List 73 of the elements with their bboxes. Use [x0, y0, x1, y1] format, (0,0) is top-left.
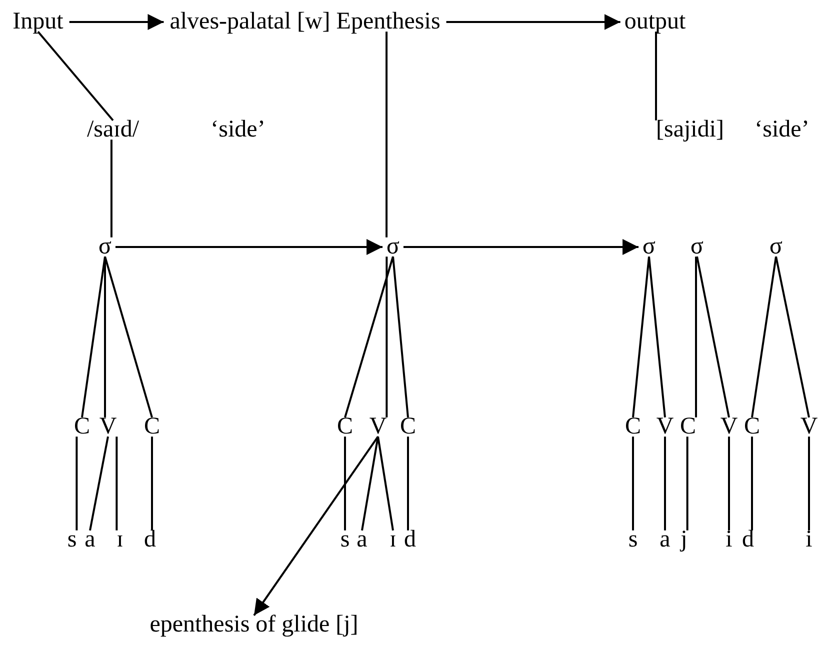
- connector-line: [104, 256, 106, 418]
- form-label: [sajidi]: [656, 117, 724, 143]
- connector-line: [775, 256, 810, 418]
- segment-letter: d: [404, 527, 416, 553]
- segment-letter: s: [628, 527, 638, 553]
- connector-line: [664, 436, 666, 530]
- connector-line: [104, 256, 153, 418]
- slot-label: V: [656, 414, 674, 440]
- connector-line: [648, 256, 666, 418]
- syllable-label: σ: [98, 234, 112, 260]
- segment-letter: d: [144, 527, 156, 553]
- segment-letter: s: [340, 527, 350, 553]
- connector-line: [76, 436, 78, 530]
- connector-line: [695, 256, 697, 418]
- syllable-label: σ: [690, 234, 704, 260]
- connector-line: [632, 256, 650, 418]
- connector-line: [37, 30, 114, 122]
- syllable-label: σ: [386, 234, 400, 260]
- form-label: /saɪd/: [87, 117, 139, 143]
- connector-line: [81, 256, 106, 418]
- slot-label: V: [720, 414, 738, 440]
- syllable-label: σ: [642, 234, 656, 260]
- connector-line: [110, 140, 112, 238]
- gloss-text: ‘side’: [210, 117, 266, 143]
- slot-label: C: [680, 414, 696, 440]
- connector-line: [377, 436, 394, 531]
- connector-line: [751, 436, 753, 530]
- connector-line: [751, 256, 777, 418]
- slot-label: V: [369, 414, 387, 440]
- slot-label: C: [337, 414, 353, 440]
- slot-label: C: [74, 414, 90, 440]
- connector-line: [116, 436, 118, 530]
- connector-line: [392, 256, 409, 418]
- gloss-text: ‘side’: [754, 117, 810, 143]
- slot-label: C: [625, 414, 641, 440]
- arrow: [115, 239, 383, 255]
- segment-letter: i: [806, 527, 812, 553]
- segment-letter: s: [67, 527, 77, 553]
- slot-label: C: [144, 414, 160, 440]
- slot-label: C: [400, 414, 416, 440]
- slot-label: C: [744, 414, 760, 440]
- arrow: [69, 14, 164, 30]
- process-label: Input: [12, 9, 64, 35]
- slot-label: V: [800, 414, 818, 440]
- segment-letter: d: [742, 527, 754, 553]
- syllable-label: σ: [770, 234, 782, 260]
- arrow: [446, 14, 620, 30]
- connector-line: [407, 436, 409, 530]
- connector-line: [728, 436, 730, 530]
- connector-line: [386, 256, 388, 418]
- segment-letter: a: [84, 527, 96, 553]
- slot-label: V: [99, 414, 117, 440]
- connector-line: [344, 436, 346, 530]
- arrow: [253, 436, 379, 616]
- connector-line: [89, 436, 109, 531]
- segment-letter: i: [726, 527, 732, 553]
- connector-line: [808, 436, 810, 530]
- connector-line: [386, 32, 388, 238]
- connector-line: [632, 436, 634, 530]
- connector-line: [151, 436, 153, 530]
- connector-line: [696, 256, 730, 418]
- connector-line: [686, 436, 688, 530]
- process-label: alves-palatal [w] Epenthesis: [170, 9, 440, 35]
- segment-letter: ɪ: [390, 527, 396, 553]
- connector-line: [344, 256, 394, 418]
- segment-letter: j: [680, 527, 688, 553]
- segment-letter: a: [356, 527, 368, 553]
- segment-letter: ɪ: [116, 527, 124, 553]
- segment-letter: a: [660, 527, 670, 553]
- annotation-text: epenthesis of glide [j]: [150, 612, 358, 638]
- process-label: output: [624, 9, 686, 35]
- arrow: [403, 239, 639, 255]
- connector-line: [655, 32, 657, 120]
